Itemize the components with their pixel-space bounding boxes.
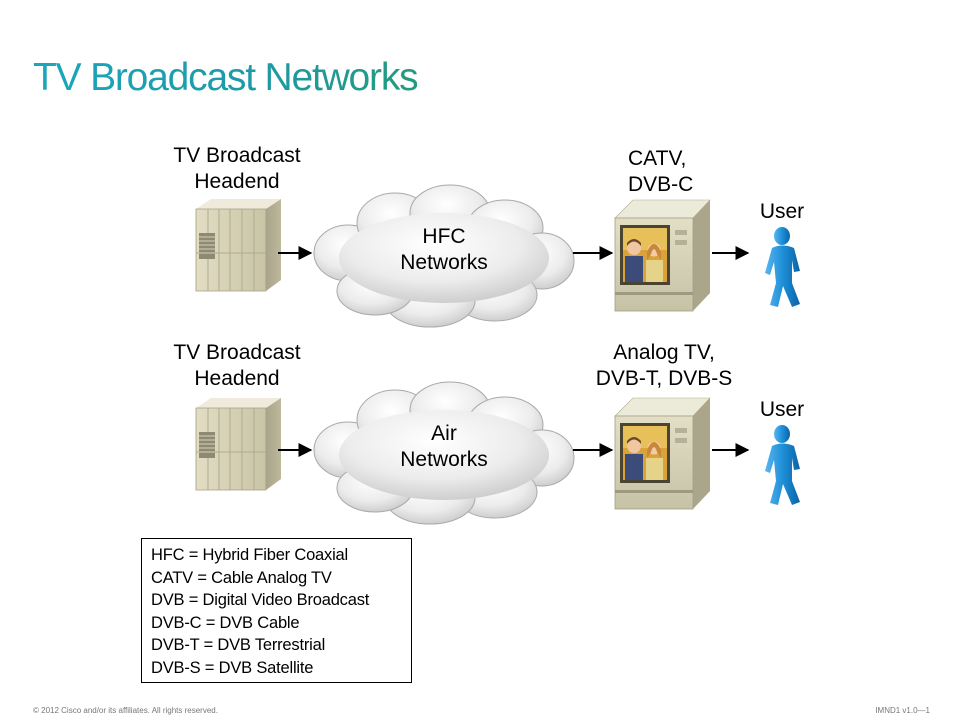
copyright-footer: © 2012 Cisco and/or its affiliates. All … [33,706,218,715]
air-cloud-label: Air Networks [400,422,488,471]
legend-item-dvb-s: DVB-S = DVB Satellite [151,658,314,677]
course-code: IMND1 v1.0—1 [875,706,930,715]
legend-item-hfc: HFC = Hybrid Fiber Coaxial [151,546,348,564]
legend-item-catv: CATV = Cable Analog TV [151,568,332,587]
row1-hfc [195,184,800,328]
user-label-2: User [759,398,805,421]
tv-set-2 [614,397,711,510]
user-icon-2 [765,425,800,505]
acronym-legend: HFC = Hybrid Fiber Coaxial CATV = Cable … [141,538,412,683]
legend-item-dvb: DVB = Digital Video Broadcast [151,591,370,609]
headend-label-1: TV Broadcast Headend [173,144,301,193]
row2-air [195,381,800,525]
tv-label-1: CATV, DVB-C [628,147,694,196]
user-icon-1 [765,227,800,307]
legend-item-dvb-c: DVB-C = DVB Cable [151,613,300,632]
headend-server-1 [195,198,282,292]
hfc-cloud-label: HFC Networks [400,225,488,274]
headend-label-2: TV Broadcast Headend [173,341,301,390]
user-label-1: User [759,200,805,223]
headend-server-2 [195,397,282,491]
page-title: TV Broadcast Networks [33,56,419,99]
tv-set-1 [614,199,711,312]
tv-label-2: Analog TV, DVB-T, DVB-S [595,341,733,390]
legend-item-dvb-t: DVB-T = DVB Terrestrial [151,636,326,654]
